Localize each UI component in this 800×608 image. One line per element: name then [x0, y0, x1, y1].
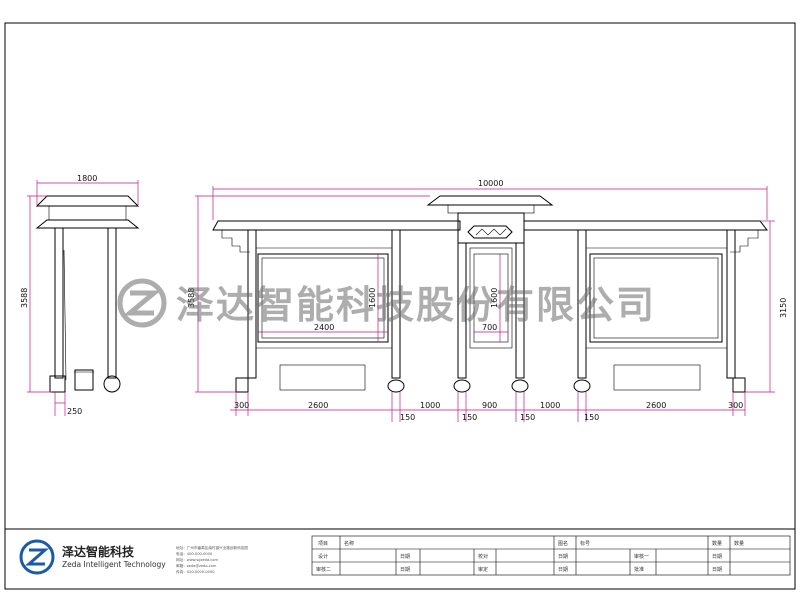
tb-label-date-2: 日期 — [558, 554, 568, 560]
tb-label-name: 名称 — [344, 540, 354, 547]
tb-label-check: 校对 — [478, 553, 488, 560]
company-name-cn: 泽达智能科技 — [62, 544, 135, 559]
dim-front-height: 3588 — [187, 288, 196, 308]
dim-bottom-2: 150 — [400, 413, 415, 422]
tb-label-date-1: 日期 — [400, 554, 410, 560]
dim-bottom-8: 150 — [584, 413, 599, 422]
tb-label-date-3: 日期 — [712, 554, 722, 560]
tb-label-drawing: 图名 — [558, 540, 568, 547]
dim-side-width: 1800 — [77, 174, 97, 183]
company-info-0: 地址：广州市番禺区南村镇兴业路创新科技园 — [176, 545, 248, 550]
dim-bottom-1: 2600 — [308, 401, 328, 410]
front-view — [195, 186, 775, 422]
tb-label-design: 设计 — [318, 553, 328, 560]
dim-left-panel-width: 2400 — [314, 323, 334, 332]
dim-center-panel-width: 700 — [482, 323, 497, 332]
title-block-grid — [311, 535, 791, 576]
tb-label-approve: 审定 — [478, 566, 488, 573]
dim-bottom-5: 900 — [482, 401, 497, 410]
watermark-text: 泽达智能科技股份有限公司 — [176, 283, 656, 327]
tb-label-review1: 审核一 — [634, 553, 649, 560]
tb-label-date-6: 日期 — [712, 567, 722, 573]
dim-side-height: 3588 — [20, 288, 29, 308]
tb-label-date-5: 日期 — [558, 567, 568, 573]
watermark-logo — [117, 278, 167, 328]
company-info-4: 传真：020-0000-0000 — [176, 569, 215, 574]
tb-label-qty: 数量 — [712, 540, 722, 547]
tb-label-ratify: 批准 — [634, 566, 644, 573]
dim-bottom-3: 1000 — [420, 401, 440, 410]
side-view — [27, 180, 140, 416]
company-info-2: 网址：www.sgzeda.com — [176, 557, 218, 562]
dim-bottom-0: 300 — [234, 401, 249, 410]
dim-total-length: 10000 — [478, 179, 503, 188]
dim-bottom-9: 2600 — [646, 401, 666, 410]
dim-left-panel-height: 1600 — [368, 288, 377, 308]
dim-center-panel-height: 1600 — [490, 288, 499, 308]
dim-bottom-6: 150 — [520, 413, 535, 422]
dim-bottom-7: 1000 — [540, 401, 560, 410]
tb-label-review2: 审核二 — [316, 566, 331, 573]
tb-value-drawing: 标号 — [580, 540, 590, 547]
tb-label-date-4: 日期 — [400, 567, 410, 573]
company-logo — [19, 539, 55, 575]
company-name-en: Zeda Intelligent Technology — [62, 560, 166, 569]
dim-bottom-4: 150 — [462, 413, 477, 422]
tb-label-project: 项目 — [318, 541, 328, 547]
tb-value-qty: 数量 — [734, 540, 744, 547]
company-info-3: 邮箱：zeda@zeda.com — [176, 563, 217, 568]
dim-side-post: 250 — [67, 407, 82, 416]
company-info-1: 电话：400-000-0000 — [176, 551, 213, 556]
dim-bottom-10: 300 — [728, 401, 743, 410]
drawing-border — [4, 22, 796, 590]
dim-right-height: 3150 — [779, 298, 788, 318]
